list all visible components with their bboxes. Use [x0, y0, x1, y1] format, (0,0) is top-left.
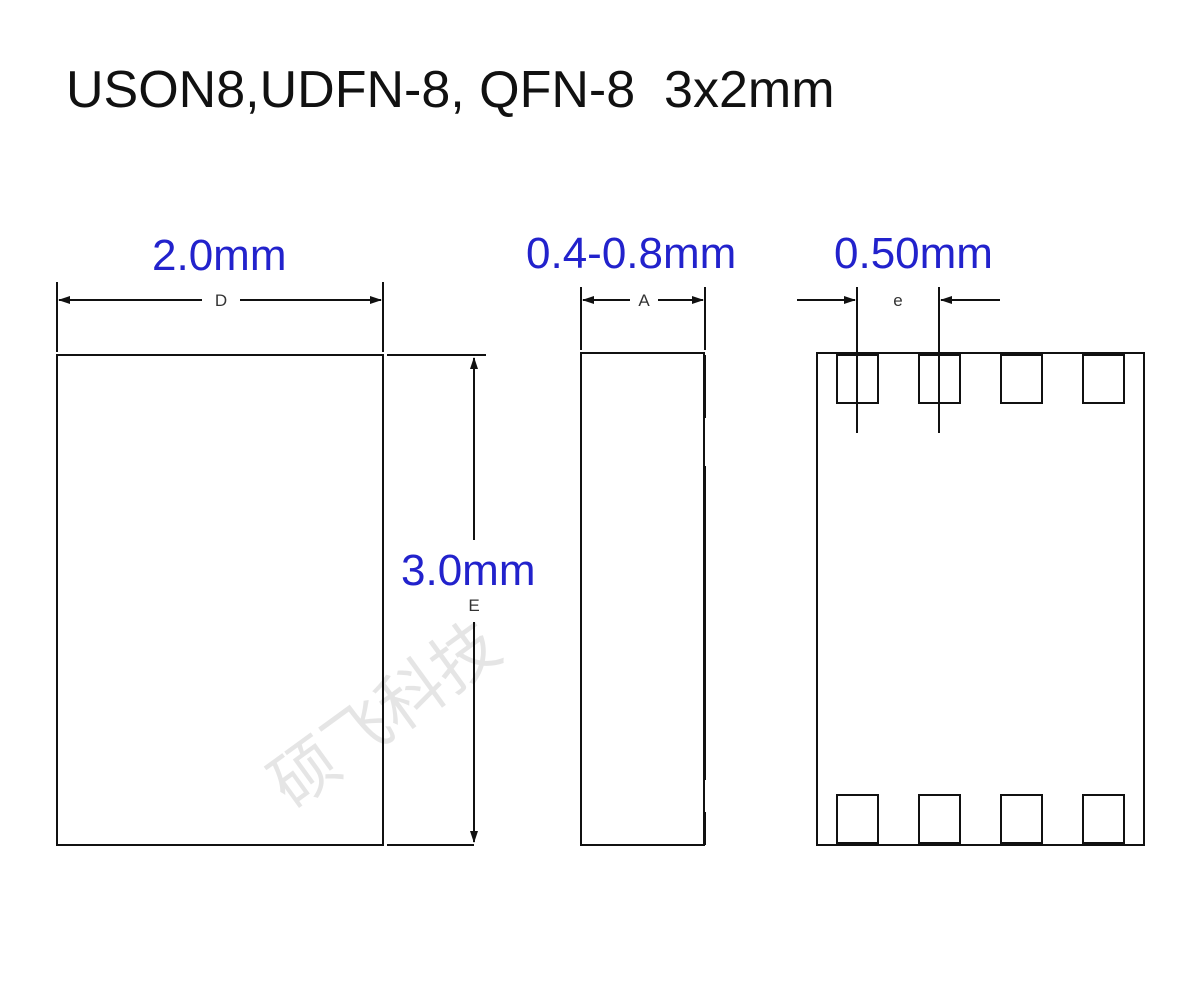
pad-bottom-1	[836, 794, 879, 844]
thickness-symbol: A	[638, 291, 650, 310]
page-title: USON8,UDFN-8, QFN-8 3x2mm	[66, 61, 835, 119]
width-symbol: D	[215, 291, 227, 310]
pad-top-4	[1082, 354, 1125, 404]
pitch-dimension-label: 0.50mm	[834, 229, 993, 278]
pad-bottom-2	[918, 794, 961, 844]
top-view	[56, 282, 486, 846]
side-view	[580, 287, 706, 846]
side-view-outline	[580, 352, 705, 846]
pad-top-3	[1000, 354, 1043, 404]
height-symbol: E	[468, 596, 479, 615]
bottom-view-outline	[816, 352, 1145, 846]
thickness-dimension-label: 0.4-0.8mm	[526, 229, 737, 278]
pad-bottom-3	[1000, 794, 1043, 844]
height-dimension-label: 3.0mm	[401, 546, 536, 595]
pitch-symbol: e	[893, 291, 902, 310]
top-view-outline	[56, 354, 384, 846]
width-dimension-label: 2.0mm	[152, 231, 287, 280]
bottom-view	[797, 287, 1145, 846]
pad-bottom-4	[1082, 794, 1125, 844]
